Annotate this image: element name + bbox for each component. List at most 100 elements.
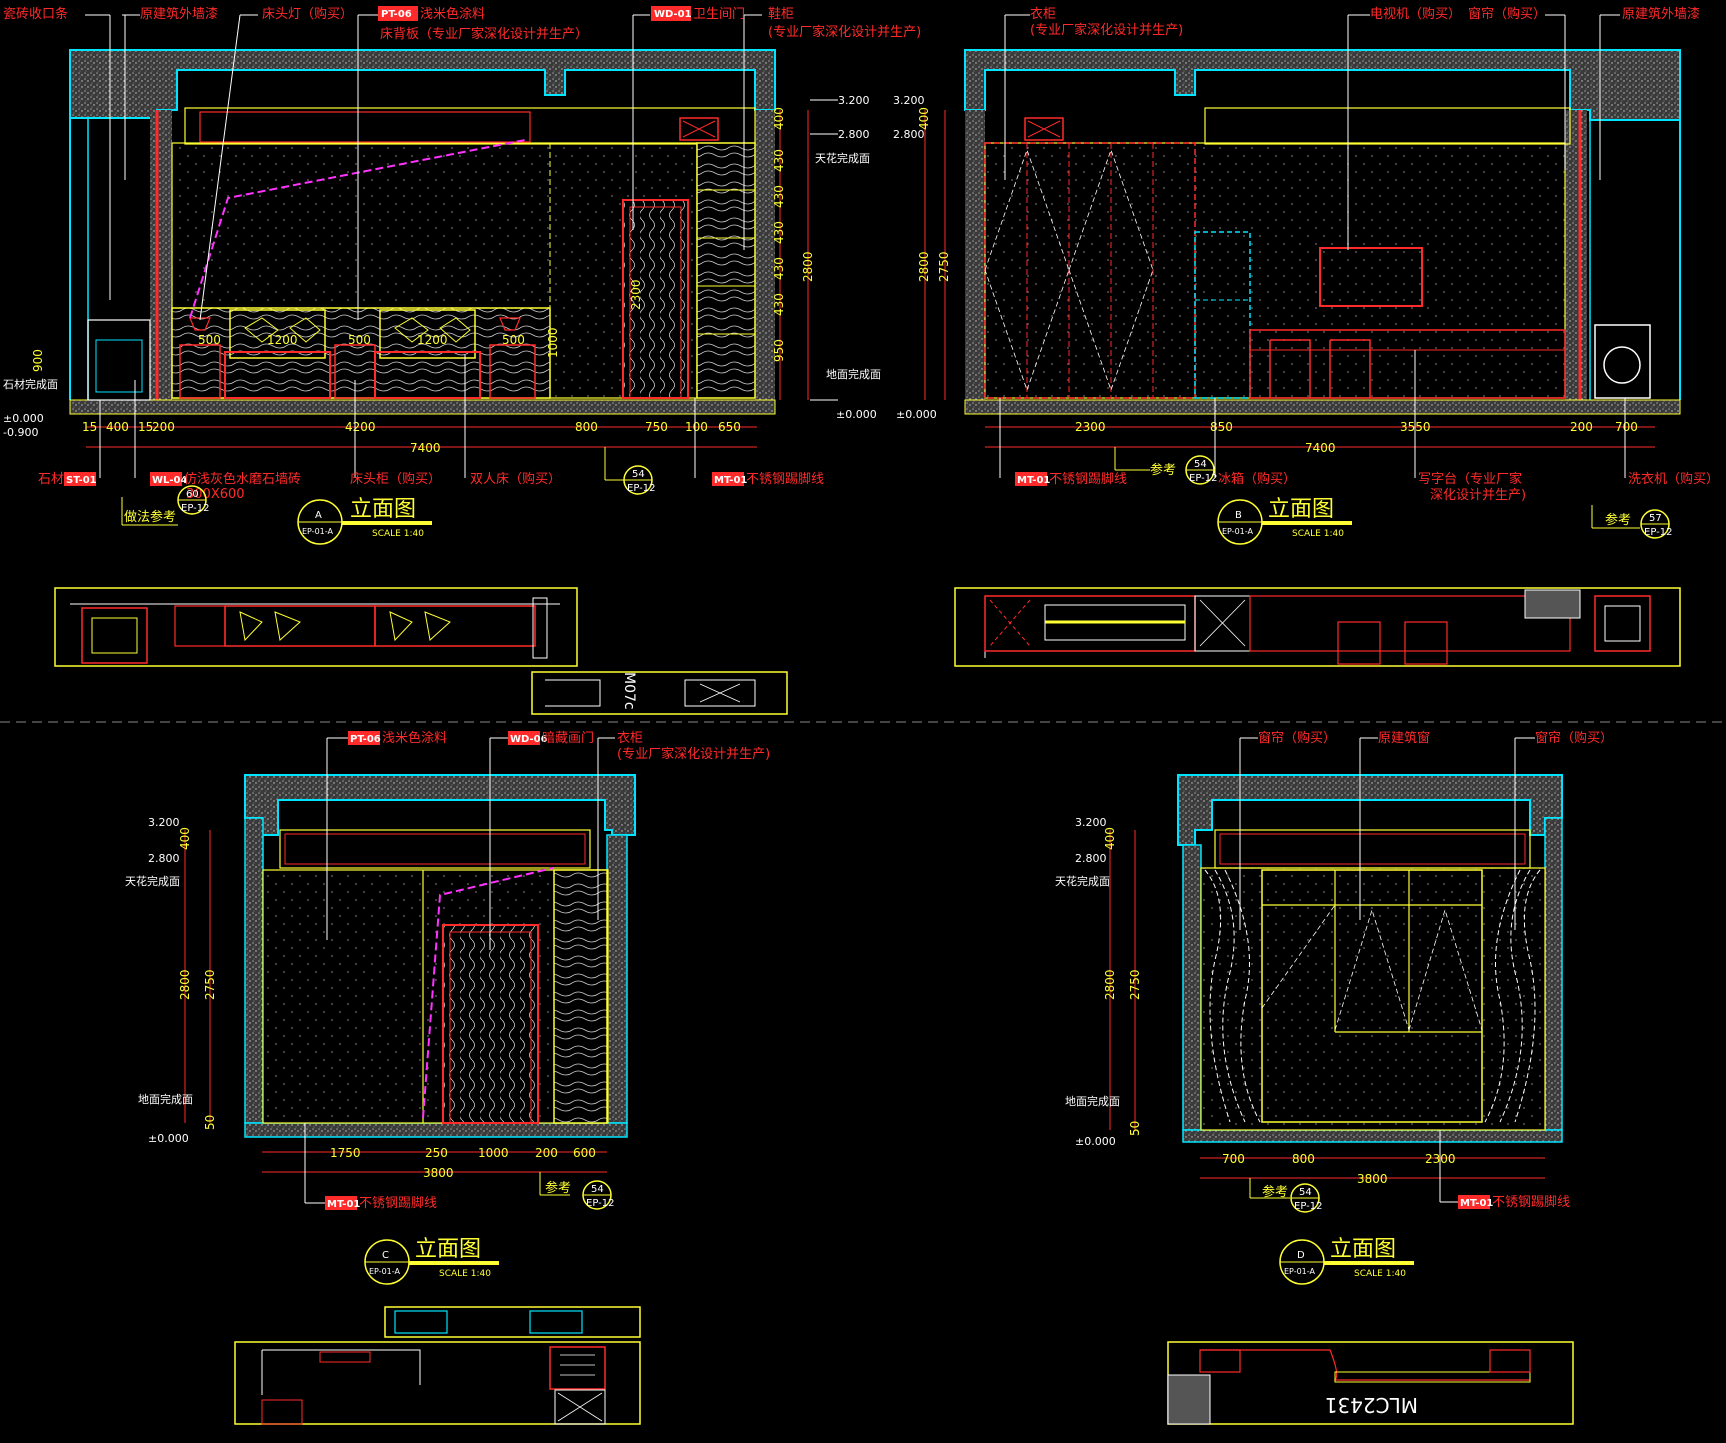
elevation-d-bottom-dims: 700 800 2300 3800 bbox=[1222, 1152, 1456, 1186]
bed-dim-2: 1200 bbox=[267, 333, 298, 347]
callout-c-4: (专业厂家深化设计并生产) bbox=[617, 746, 770, 762]
ref-note-b2: 参考 bbox=[1605, 512, 1631, 528]
callout-c-2: 暗藏画门 bbox=[542, 731, 594, 746]
elevation-c-bottom-callouts: MT-01 不锈钢踢脚线 参考 54 EP-12 bbox=[304, 1123, 614, 1211]
washing-machine bbox=[1594, 324, 1651, 399]
bottom-dim-a-5: 4200 bbox=[345, 420, 376, 434]
detail-ref-d-sheet: EP-12 bbox=[1294, 1201, 1322, 1212]
detail-ref-a-1-sheet: EP-12 bbox=[181, 503, 209, 514]
height-b-3: 2750 bbox=[937, 251, 951, 282]
elevation-b-bottom-dims: 2300 850 3550 200 700 7400 bbox=[1075, 420, 1638, 455]
detail-ref-b-1-num: 54 bbox=[1194, 459, 1207, 470]
curtains-d bbox=[1204, 869, 1541, 1123]
level-a-stone: 石材完成面 bbox=[3, 377, 58, 391]
bottom-callout-d-1-code: MT-01 bbox=[1460, 1198, 1493, 1209]
bottom-callout-a-3: 300X600 bbox=[186, 487, 245, 502]
seg-1: 400 bbox=[772, 107, 786, 130]
bottom-dim-a-9: 650 bbox=[718, 420, 741, 434]
bed-dim-1: 500 bbox=[198, 333, 221, 347]
callout-c-3: 衣柜 bbox=[617, 730, 643, 746]
elevation-b-bottom-callouts: MT-01 不锈钢踢脚线 冰箱（购买） 写字台（专业厂家 深化设计并生产) 洗衣… bbox=[999, 350, 1719, 503]
level-a-zero: ±0.000 bbox=[3, 412, 44, 425]
fridge bbox=[1194, 231, 1251, 399]
seg-3: 430 bbox=[772, 185, 786, 208]
bottom-callout-a-6: 不锈钢踢脚线 bbox=[746, 471, 824, 487]
bottom-callout-b-3: 写字台（专业厂家 bbox=[1418, 471, 1522, 487]
detail-ref-a-2-sheet: EP-12 bbox=[627, 483, 655, 494]
bottom-dim-a-7: 750 bbox=[645, 420, 668, 434]
level-d-floor-label: 地面完成面 bbox=[1065, 1094, 1120, 1108]
scale-c: SCALE 1:40 bbox=[439, 1269, 491, 1279]
scale-a: SCALE 1:40 bbox=[372, 529, 424, 539]
ref-note-d: 参考 bbox=[1262, 1184, 1288, 1200]
bottom-dim-a-8: 100 bbox=[685, 420, 708, 434]
chain-floor-label: 地面完成面 bbox=[826, 367, 881, 381]
height-c-2: 2800 bbox=[178, 969, 192, 1000]
bottom-dim-b-5: 700 bbox=[1615, 420, 1638, 434]
elevation-c-bottom-dims: 1750 250 1000 200 600 3800 bbox=[330, 1146, 596, 1180]
height-b-1: 400 bbox=[917, 107, 931, 130]
height-c-4: 50 bbox=[203, 1115, 217, 1130]
bottom-callout-a-2-code: WL-04 bbox=[152, 475, 188, 486]
elevation-a-callouts: 瓷砖收口条 原建筑外墙漆 床头灯（购买） PT-06 浅米色涂料 床背板（专业厂… bbox=[3, 6, 921, 321]
detail-ref-b-1-sheet: EP-12 bbox=[1189, 473, 1217, 484]
bottom-dim-a-4: 200 bbox=[152, 420, 175, 434]
callout-a-5: 床背板（专业厂家深化设计并生产） bbox=[380, 26, 588, 42]
elevation-a-title-block: 做法参考 60 EP-12 54 EP-12 A EP-01-A 立面图 SCA… bbox=[121, 447, 655, 545]
elevation-d bbox=[1109, 774, 1563, 1179]
title-c: 立面图 bbox=[415, 1237, 481, 1262]
bottom-dim-a-1: 15 bbox=[82, 420, 97, 434]
elevation-b-slab bbox=[964, 49, 1681, 121]
bed-dim-4: 1200 bbox=[417, 333, 448, 347]
height-d-1: 400 bbox=[1103, 827, 1117, 850]
detail-ref-d-num: 54 bbox=[1299, 1187, 1312, 1198]
level-c-floor: ±0.000 bbox=[148, 1132, 189, 1145]
grid-id-a: A bbox=[315, 510, 322, 521]
detail-ref-b-2-num: 57 bbox=[1649, 513, 1662, 524]
height-c-1: 400 bbox=[178, 827, 192, 850]
wardrobe-b bbox=[984, 117, 1196, 399]
bottom-callout-b-1-code: MT-01 bbox=[1017, 475, 1050, 486]
bottom-callout-c-1: 不锈钢踢脚线 bbox=[359, 1195, 437, 1211]
sheet-ref-c: EP-01-A bbox=[369, 1267, 400, 1276]
elevation-d-title-block: D EP-01-A 立面图 SCALE 1:40 bbox=[1279, 1237, 1414, 1285]
plan-strip-b bbox=[954, 587, 1681, 667]
detail-ref-b-2-sheet: EP-12 bbox=[1644, 527, 1672, 538]
bottom-callout-a-2: 仿浅灰色水磨石墙砖 bbox=[184, 471, 301, 487]
level-d-ceiling: 2.800 bbox=[1075, 852, 1107, 865]
grid-id-b: B bbox=[1235, 510, 1242, 521]
callout-a-2: 原建筑外墙漆 bbox=[140, 6, 218, 22]
chain-level-ceiling: 2.800 bbox=[838, 128, 870, 141]
elevation-d-bottom-callouts: 参考 54 EP-12 MT-01 不锈钢踢脚线 bbox=[1249, 1130, 1570, 1213]
elevation-a bbox=[69, 49, 776, 448]
height-dimension-chain: 400 430 430 430 430 430 950 2800 3.200 2… bbox=[772, 94, 881, 421]
plan-a-door-label: M07c bbox=[621, 672, 637, 710]
callout-a-6: 卫生间门 bbox=[693, 7, 745, 22]
vanity-cabinet bbox=[87, 319, 151, 401]
callout-a-3: 床头灯（购买） bbox=[262, 6, 353, 22]
elevation-b-callouts: 衣柜 (专业厂家深化设计并生产) 电视机（购买） 窗帘（购买） 原建筑外墙漆 bbox=[1004, 6, 1700, 250]
level-b-floor: ±0.000 bbox=[896, 408, 937, 421]
bottom-dim-b-4: 200 bbox=[1570, 420, 1593, 434]
callout-a-4: 浅米色涂料 bbox=[420, 6, 485, 22]
elevation-d-callouts: 窗帘（购买） 原建筑窗 窗帘（购买） bbox=[1239, 730, 1613, 930]
level-c-ceiling: 2.800 bbox=[148, 852, 180, 865]
bottom-callout-a-1: 石材 bbox=[38, 472, 64, 487]
callout-c-2-code: WD-06 bbox=[510, 734, 548, 745]
ref-note-b: 参考 bbox=[1150, 462, 1176, 478]
bottom-callout-b-1: 不锈钢踢脚线 bbox=[1049, 471, 1127, 487]
plan-strip-a-door: M07c bbox=[531, 671, 788, 715]
ref-note-a: 做法参考 bbox=[124, 509, 176, 525]
bottom-dim-b-1: 2300 bbox=[1075, 420, 1106, 434]
height-b-2: 2800 bbox=[917, 251, 931, 282]
detail-ref-c-num: 54 bbox=[591, 1184, 604, 1195]
level-d-top: 3.200 bbox=[1075, 816, 1107, 829]
window-d bbox=[1261, 869, 1483, 1123]
level-a-minus: -0.900 bbox=[3, 426, 38, 439]
title-a: 立面图 bbox=[350, 497, 416, 522]
grid-id-d: D bbox=[1297, 1250, 1305, 1261]
level-c-top: 3.200 bbox=[148, 816, 180, 829]
chain-ceiling-label: 天花完成面 bbox=[815, 151, 870, 165]
seg-4: 430 bbox=[772, 221, 786, 244]
detail-ref-c-sheet: EP-12 bbox=[586, 1198, 614, 1209]
